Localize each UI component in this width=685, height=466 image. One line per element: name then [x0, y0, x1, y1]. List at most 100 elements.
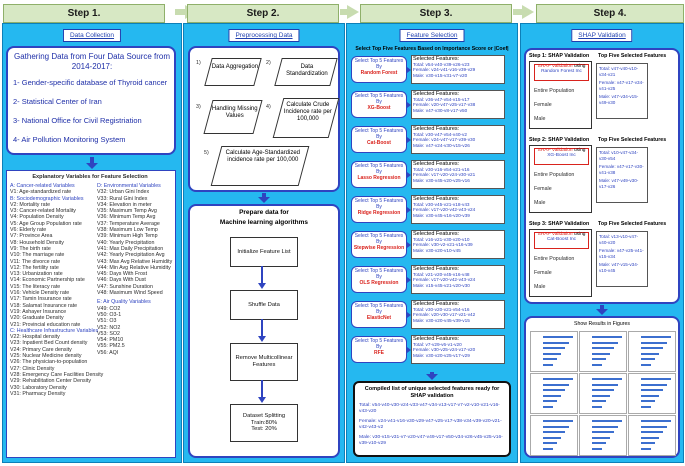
variable-item: V5: Age Group Population rate [10, 220, 82, 227]
shap-row-male: Male [534, 116, 546, 122]
step-arrow-3 [513, 9, 523, 15]
model-prefix: Select Top 5 Features [354, 303, 404, 309]
variables-panel: Explanatory Variables for Feature Select… [6, 170, 176, 458]
shap-using-label: SHAP Validation [537, 232, 573, 237]
variable-item: V48: Maximum Wind Speed [97, 290, 163, 297]
figure-thumbnail [579, 373, 627, 414]
variable-item: V27: Clinic Density [10, 365, 55, 372]
data-sources-panel: Gathering Data from Four Data Source fro… [6, 46, 176, 155]
shap-result-female: Female: v47-v17-v34-v41-v25 [599, 80, 644, 91]
result-total: Total: v54-v40-v39-v26-v23 [413, 62, 470, 68]
result-male: Male: v30-v20-v45-v39-v15 [413, 317, 470, 323]
step-2-header: Step 2. [187, 4, 339, 23]
result-male: Male: v15-v45-v21-v20-v30 [413, 282, 470, 288]
shap-using-label: SHAP Validation [537, 64, 573, 69]
shap-row-male: Male [534, 200, 546, 206]
variable-item: V12: The fertility rate [10, 264, 59, 271]
model-name: OLS Regression [359, 279, 399, 286]
result-female: Female: v20-v47-v25-v17-v38 [413, 102, 476, 108]
crude-incidence-box: Calculate Crude Incidence rate per 100,0… [272, 98, 340, 138]
ml-prep-panel: Prepare data for Machine learning algori… [188, 204, 340, 458]
model-prefix: Select Top 5 Features [354, 268, 404, 274]
model-prefix: Select Top 5 Features [354, 338, 404, 344]
selected-features-label: Selected Features: [413, 301, 460, 307]
variable-item: V43: Max Avg Relative Humidity [97, 258, 173, 265]
result-female: Female: v17-v20-v24-v30-v21 [413, 172, 476, 178]
arrow-right-icon [407, 347, 411, 353]
results-figures-panel: Show Results in Figures [524, 316, 680, 458]
model-name: Stepwise Regression [353, 244, 405, 251]
shap-using2: using [573, 232, 586, 237]
flow-arrow-head [596, 309, 608, 315]
result-female: Female: v24-v41-v16-v39-v29 [413, 67, 476, 73]
shap-top-five-title: Top Five Selected Features [598, 53, 667, 59]
shap-step-label: Step 3: SHAP Validation [529, 221, 590, 227]
shap-result-male: Male: v47-v49-v30-v17-v26 [599, 178, 639, 189]
result-male: Male: v47-v24-v30-v15-v26 [413, 142, 470, 148]
variable-item: V39: Minimum High Temp [97, 233, 158, 240]
group-e-heading: E: Air Quality Variables [97, 299, 151, 306]
test-ratio: Test: 20% [251, 426, 277, 433]
figure-thumbnail [530, 331, 578, 372]
model-by: By [376, 63, 382, 70]
variable-item: V33: Rural Gini Index [97, 195, 148, 202]
selected-features-label: Selected Features: [413, 91, 460, 97]
flow-arrow-head [258, 336, 266, 342]
variable-item: V54: PM10 [97, 337, 124, 344]
model-0-result: Selected Features:Total: v54-v40-v39-v26… [411, 55, 505, 84]
variable-item: V49: CO2 [97, 305, 121, 312]
variable-item: V2: Mortality rate [10, 201, 51, 208]
flow-arrow [90, 157, 94, 163]
step-1-number: 1) [196, 60, 201, 66]
variable-item: V6: Elderly rate [10, 227, 47, 234]
variable-item: V56: AQI [97, 349, 119, 356]
shuffle-data-box: Shuffle Data [230, 290, 298, 320]
variable-item: V34: Elevation in meter [97, 201, 152, 208]
variable-item: V3: Cancer-related Mortality [10, 208, 76, 215]
model-by: By [376, 133, 382, 140]
shap-using2: using [573, 148, 586, 153]
model-name: ElasticNet [366, 314, 392, 321]
model-name: Lasso Regression [357, 174, 401, 181]
model-6-result: Selected Features:Total: v21-v20-v45-v16… [411, 265, 505, 294]
model-prefix: Select Top 5 Features [354, 198, 404, 204]
model-4-result: Selected Features:Total: v30-v45-v21-v18… [411, 195, 505, 224]
result-total: Total: v36-v47-v54-v15-v17 [413, 97, 470, 103]
shap-row-entire: Entire Population [534, 172, 575, 178]
preprocessing-panel: 1) Data Aggregation 2) Data Standardizat… [188, 46, 340, 192]
model-name: RFE [374, 349, 384, 356]
feature-selection-title: Feature Selection [399, 29, 465, 42]
model-7-result: Selected Features:Total: v30-v20-v21-v54… [411, 300, 505, 329]
flow-arrow-head [86, 163, 98, 169]
model-name: Cat-Boost [367, 139, 391, 146]
model-3-result: Selected Features:Total: v30-v16-v54-v21… [411, 160, 505, 189]
initialize-feature-list-box: Initialize Feature List [230, 237, 298, 267]
shap-row-female: Female [534, 186, 552, 192]
result-male: Male: v30-v20-v25-v17-v29 [413, 352, 470, 358]
source-1: 1- Gender-specific database of Thyroid c… [13, 78, 168, 87]
train-ratio: Train:80% [250, 419, 278, 426]
data-standardization-label: Data Standardization [286, 64, 328, 77]
flow-arrow [261, 319, 263, 337]
result-female: Female: v20-v30-v17-v21-v42 [413, 312, 476, 318]
group-a-item: V1: Age-standardized rate [10, 189, 72, 196]
selected-features-label: Selected Features: [413, 56, 460, 62]
arrow-right-icon [407, 102, 411, 108]
figure-thumbnail [579, 415, 627, 456]
variable-item: V29: Rehabilitation Center Density [10, 378, 91, 385]
result-total: Total: v30-v20-v21-v54-v16 [413, 307, 470, 313]
variable-item: V35: Maximum Temp Avg [97, 208, 157, 215]
shap-using2: using [573, 64, 586, 69]
figure-thumbnail [530, 373, 578, 414]
dataset-splitting-box: Dataset Splitting Train:80% Test: 20% [230, 404, 298, 442]
shap-row-entire: Entire Population [534, 256, 575, 262]
variable-item: V46: Days With Dust [97, 277, 146, 284]
result-total: Total: v16-v21-v30-v20-v10 [413, 237, 470, 243]
variable-item: V22: Hospital density [10, 334, 60, 341]
variable-item: V52: NO2 [97, 324, 121, 331]
